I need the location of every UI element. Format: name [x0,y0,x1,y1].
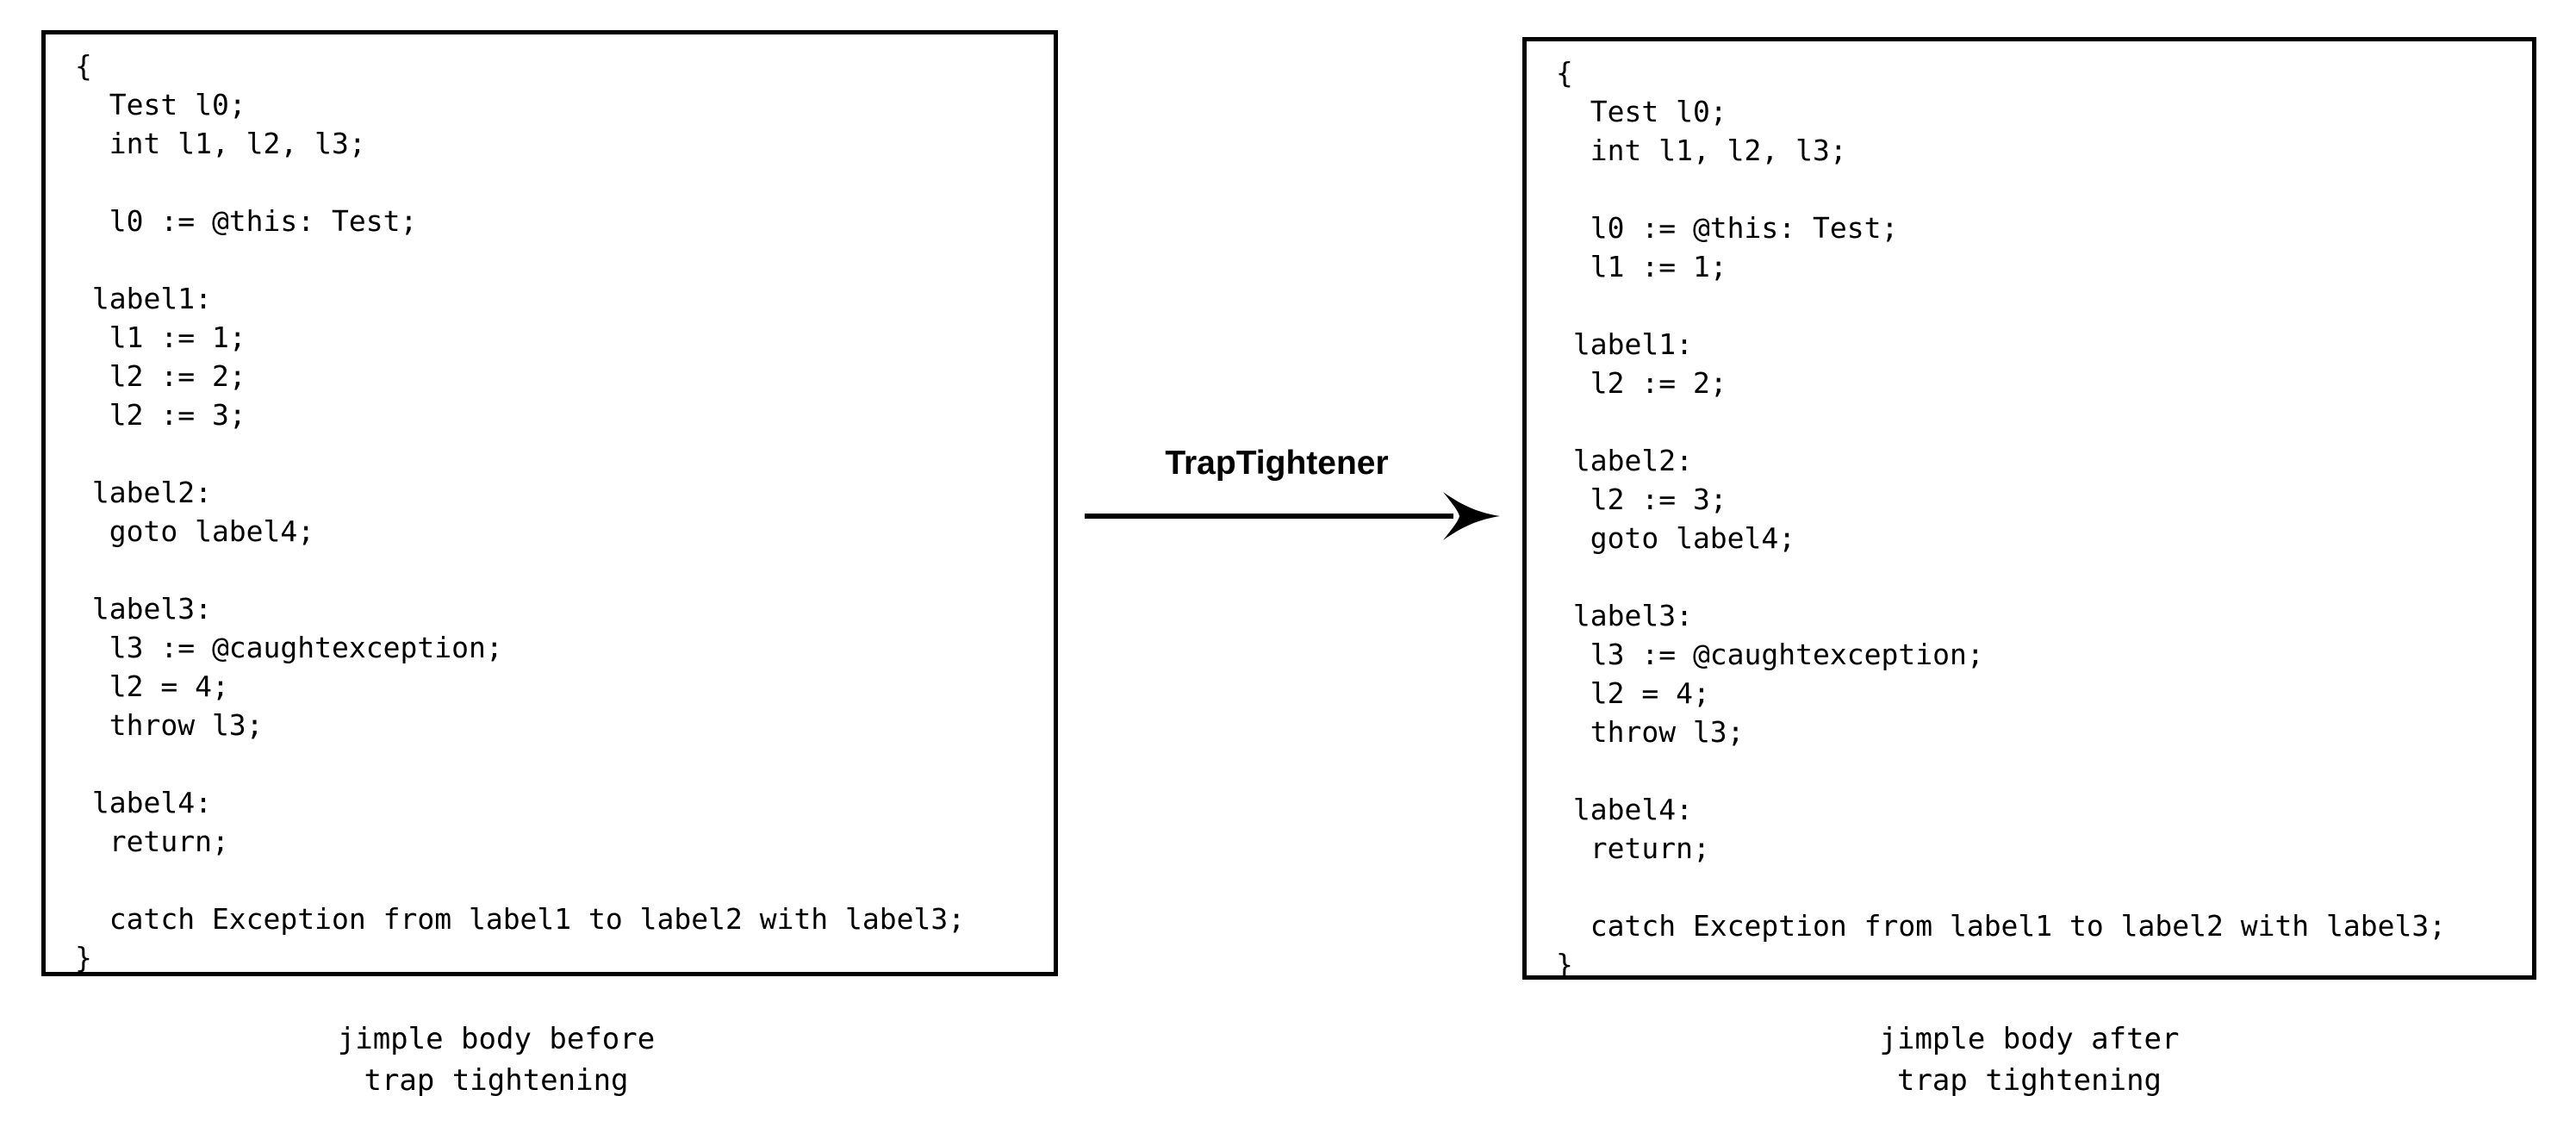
transform-name-label: TrapTightener [1165,445,1389,482]
arrowhead [1443,492,1500,540]
before-code-box: { Test l0; int l1, l2, l3; l0 := @this: … [41,30,1058,976]
after-caption: jimple body after trap tightening [1879,1022,2180,1098]
right-arrow-icon [1085,492,1500,540]
after-code-listing: { Test l0; int l1, l2, l3; l0 := @this: … [1556,56,2447,981]
after-code-box: { Test l0; int l1, l2, l3; l0 := @this: … [1522,37,2536,981]
before-code-listing: { Test l0; int l1, l2, l3; l0 := @this: … [75,49,966,974]
before-caption: jimple body before trap tightening [337,1022,656,1098]
